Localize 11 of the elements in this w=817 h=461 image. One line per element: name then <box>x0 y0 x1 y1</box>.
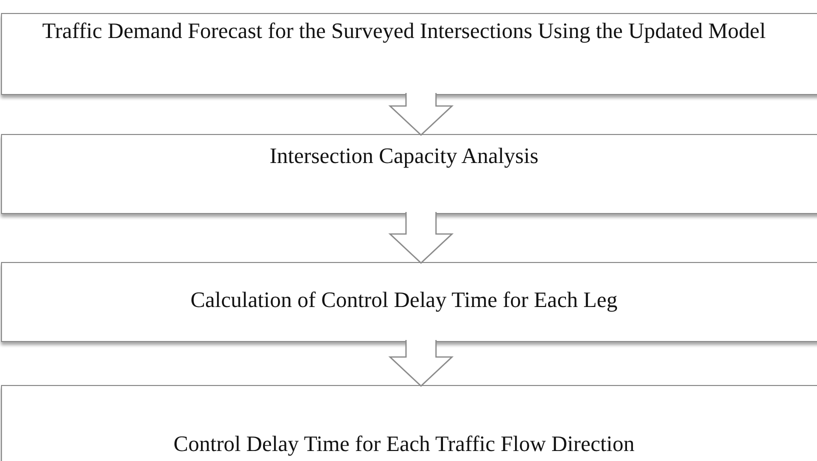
process-box <box>1 262 817 342</box>
block-arrow <box>388 339 454 387</box>
step-text: Traffic Demand Forecast for the Surveyed Intersections Using the Updated Model <box>41 17 767 45</box>
process-box <box>1 13 817 95</box>
process-box <box>1 385 817 461</box>
process-box <box>1 134 817 214</box>
step-text: Intersection Capacity Analysis <box>268 142 540 170</box>
block-arrow <box>388 211 454 264</box>
step-text: Control Delay Time for Each Traffic Flow Direction <box>172 430 636 458</box>
step-text: Calculation of Control Delay Time for Each Leg <box>189 286 619 314</box>
block-arrow <box>388 92 454 136</box>
